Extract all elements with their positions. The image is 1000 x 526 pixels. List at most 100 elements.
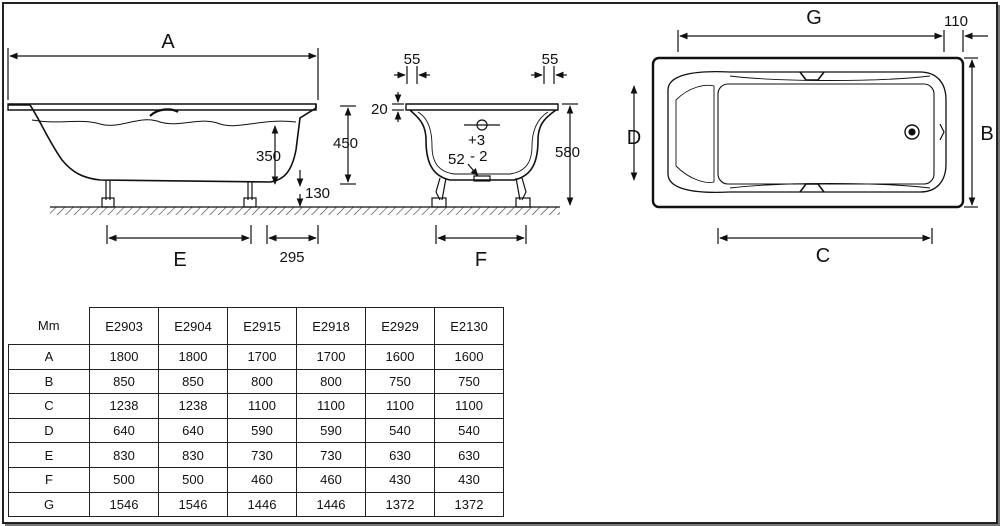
label-295: 295 <box>279 249 304 266</box>
spec-cell: 1600 <box>365 344 435 370</box>
table-row: B 850 850 800 800 750 750 <box>8 368 504 395</box>
spec-row-label: F <box>8 466 90 493</box>
table-row: F 500 500 460 460 430 430 <box>8 466 504 493</box>
spec-cell: 630 <box>434 442 504 468</box>
spec-cell: 640 <box>158 417 228 444</box>
spec-cell: 830 <box>158 442 228 468</box>
spec-cell: 540 <box>365 417 435 444</box>
spec-cell: 830 <box>89 442 159 468</box>
spec-cell: 640 <box>89 417 159 444</box>
side-tub-body <box>8 104 317 183</box>
label-b: B <box>980 123 993 145</box>
label-450: 450 <box>333 135 358 152</box>
spec-cell: 750 <box>365 368 435 395</box>
spec-cell: 430 <box>365 466 435 493</box>
spec-cell: 590 <box>296 417 366 444</box>
spec-cell: 1600 <box>434 344 504 370</box>
label-a: A <box>161 31 175 53</box>
spec-cell: 850 <box>158 368 228 395</box>
end-tub-body <box>409 109 557 181</box>
spec-cell: 460 <box>296 466 366 493</box>
spec-model-header: E2903 <box>89 307 159 345</box>
spec-model-header: E2929 <box>365 307 435 345</box>
end-drain-outlet <box>473 175 491 182</box>
side-handle <box>149 108 179 117</box>
label-minus-2: - 2 <box>470 148 488 165</box>
spec-cell: 630 <box>365 442 435 468</box>
spec-cell: 750 <box>434 368 504 395</box>
label-plus-3: +3 <box>468 132 485 149</box>
spec-corner-label: Mm <box>8 307 90 345</box>
spec-table: Mm E2903 E2904 E2915 E2918 E2929 E2130 A… <box>8 307 504 518</box>
table-row: C 1238 1238 1100 1100 1100 1100 <box>8 393 504 419</box>
spec-row-label: B <box>8 368 90 395</box>
spec-cell: 730 <box>296 442 366 468</box>
spec-row-label: G <box>8 491 90 518</box>
spec-cell: 590 <box>227 417 297 444</box>
spec-cell: 500 <box>158 466 228 493</box>
spec-model-header: E2904 <box>158 307 228 345</box>
end-tub-rim <box>405 103 559 111</box>
spec-cell: 1700 <box>227 344 297 370</box>
label-350: 350 <box>256 148 281 165</box>
end-tub-inner <box>417 111 549 175</box>
side-tub-inner-line <box>31 119 297 127</box>
spec-cell: 1238 <box>89 393 159 419</box>
label-52: 52 <box>448 151 465 168</box>
spec-row-label: E <box>8 442 90 468</box>
top-handle-top <box>799 71 825 81</box>
spec-cell: 1100 <box>296 393 366 419</box>
spec-cell: 430 <box>434 466 504 493</box>
label-55-right: 55 <box>542 51 559 68</box>
label-130: 130 <box>305 185 330 202</box>
spec-cell: 1446 <box>227 491 297 518</box>
end-legs <box>431 177 531 208</box>
top-outer-rim <box>651 56 965 209</box>
table-row: E 830 830 730 730 630 630 <box>8 442 504 468</box>
floor-hatch <box>50 207 560 215</box>
label-55-left: 55 <box>404 51 421 68</box>
label-580: 580 <box>555 144 580 161</box>
spec-cell: 800 <box>296 368 366 395</box>
spec-row-label: A <box>8 344 90 370</box>
spec-cell: 730 <box>227 442 297 468</box>
spec-cell: 1238 <box>158 393 228 419</box>
spec-cell: 1800 <box>158 344 228 370</box>
spec-cell: 1700 <box>296 344 366 370</box>
spec-row-label: C <box>8 393 90 419</box>
label-110: 110 <box>944 13 968 30</box>
table-row: D 640 640 590 590 540 540 <box>8 417 504 444</box>
spec-cell: 460 <box>227 466 297 493</box>
table-row: G 1546 1546 1446 1446 1372 1372 <box>8 491 504 518</box>
top-drain <box>904 124 920 140</box>
top-handle-bottom <box>799 183 825 193</box>
spec-cell: 1546 <box>158 491 228 518</box>
label-f: F <box>475 249 487 271</box>
label-c: C <box>816 245 830 267</box>
spec-model-header: E2915 <box>227 307 297 345</box>
spec-header-row: Mm E2903 E2904 E2915 E2918 E2929 E2130 <box>8 307 504 345</box>
table-row: A 1800 1800 1700 1700 1600 1600 <box>8 344 504 370</box>
side-view <box>7 48 560 244</box>
spec-cell: 800 <box>227 368 297 395</box>
label-e: E <box>173 249 186 271</box>
label-g: G <box>806 7 822 29</box>
spec-cell: 540 <box>434 417 504 444</box>
end-view <box>392 66 578 244</box>
top-backrest <box>675 84 715 183</box>
side-tub-rim <box>7 103 317 111</box>
spec-model-header: E2918 <box>296 307 366 345</box>
spec-cell: 1446 <box>296 491 366 518</box>
spec-cell: 1800 <box>89 344 159 370</box>
spec-cell: 500 <box>89 466 159 493</box>
spec-cell: 1546 <box>89 491 159 518</box>
spec-model-header: E2130 <box>434 307 504 345</box>
spec-cell: 1100 <box>365 393 435 419</box>
spec-cell: 1372 <box>365 491 435 518</box>
spec-row-label: D <box>8 417 90 444</box>
label-20: 20 <box>371 101 388 118</box>
spec-cell: 1372 <box>434 491 504 518</box>
top-basin-floor <box>717 83 935 185</box>
spec-cell: 1100 <box>434 393 504 419</box>
